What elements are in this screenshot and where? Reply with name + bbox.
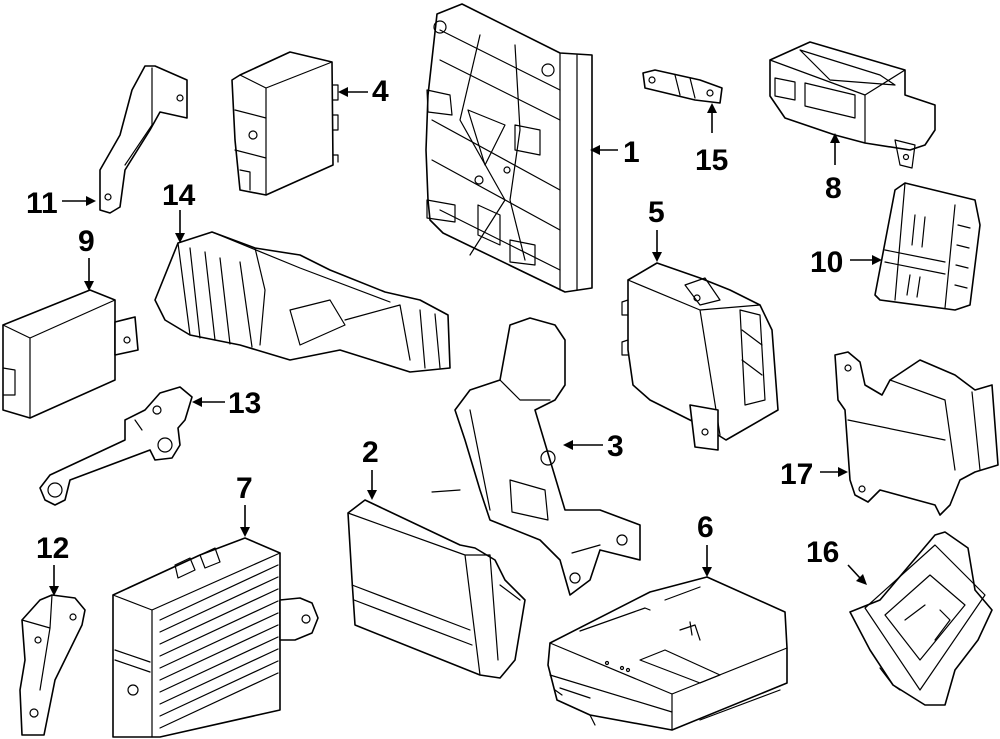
callout-label-16: 16 xyxy=(806,536,839,569)
part-16-control-module[interactable] xyxy=(849,531,993,706)
callout-label-11: 11 xyxy=(26,187,58,220)
part-1-junction-block[interactable] xyxy=(425,3,593,293)
callout-label-6: 6 xyxy=(697,511,714,544)
part-12-bracket[interactable] xyxy=(19,594,86,736)
callout-label-4: 4 xyxy=(372,75,389,108)
callout-label-8: 8 xyxy=(825,172,842,205)
callout-label-15: 15 xyxy=(695,144,728,177)
callout-label-12: 12 xyxy=(36,532,69,565)
callout-label-14: 14 xyxy=(162,179,196,212)
part-17-bracket[interactable] xyxy=(834,351,999,516)
part-13-bracket[interactable] xyxy=(39,386,193,506)
callout-16: 16 xyxy=(806,536,867,585)
callout-9: 9 xyxy=(78,225,95,291)
callout-label-5: 5 xyxy=(648,196,665,229)
callout-3: 3 xyxy=(563,430,624,463)
callout-label-9: 9 xyxy=(78,225,95,258)
callout-15: 15 xyxy=(695,103,728,177)
callout-10: 10 xyxy=(810,246,882,279)
part-8-control-module[interactable] xyxy=(769,41,936,169)
part-5-control-module[interactable] xyxy=(621,262,779,451)
callout-5: 5 xyxy=(648,196,665,262)
callout-label-2: 2 xyxy=(362,436,379,469)
part-11-bracket[interactable] xyxy=(99,65,188,214)
callout-17: 17 xyxy=(780,458,848,491)
callout-4: 4 xyxy=(338,75,389,108)
callout-7: 7 xyxy=(236,472,253,537)
callout-label-17: 17 xyxy=(780,458,813,491)
callout-label-10: 10 xyxy=(810,246,843,279)
part-7-finned-module[interactable] xyxy=(112,537,319,738)
part-14-relay-block[interactable] xyxy=(154,231,451,373)
callout-label-13: 13 xyxy=(228,387,261,420)
callout-13: 13 xyxy=(192,387,261,420)
part-10-connector-module[interactable] xyxy=(874,182,981,311)
callout-6: 6 xyxy=(697,511,714,577)
part-15-small-bracket[interactable] xyxy=(642,69,723,104)
part-2-control-module[interactable] xyxy=(347,499,526,679)
callout-12: 12 xyxy=(36,532,69,596)
callout-14: 14 xyxy=(162,179,196,243)
callout-label-7: 7 xyxy=(236,472,253,505)
callout-label-3: 3 xyxy=(607,430,624,463)
part-4-relay-module[interactable] xyxy=(231,51,339,196)
part-9-control-unit[interactable] xyxy=(2,289,139,419)
callout-label-1: 1 xyxy=(623,136,640,169)
part-6-flat-module[interactable] xyxy=(547,576,788,731)
callout-11: 11 xyxy=(26,187,96,220)
part-3-mounting-bracket[interactable] xyxy=(431,317,641,596)
callout-8: 8 xyxy=(825,133,842,205)
callout-2: 2 xyxy=(362,436,379,500)
callout-1: 1 xyxy=(590,136,640,169)
